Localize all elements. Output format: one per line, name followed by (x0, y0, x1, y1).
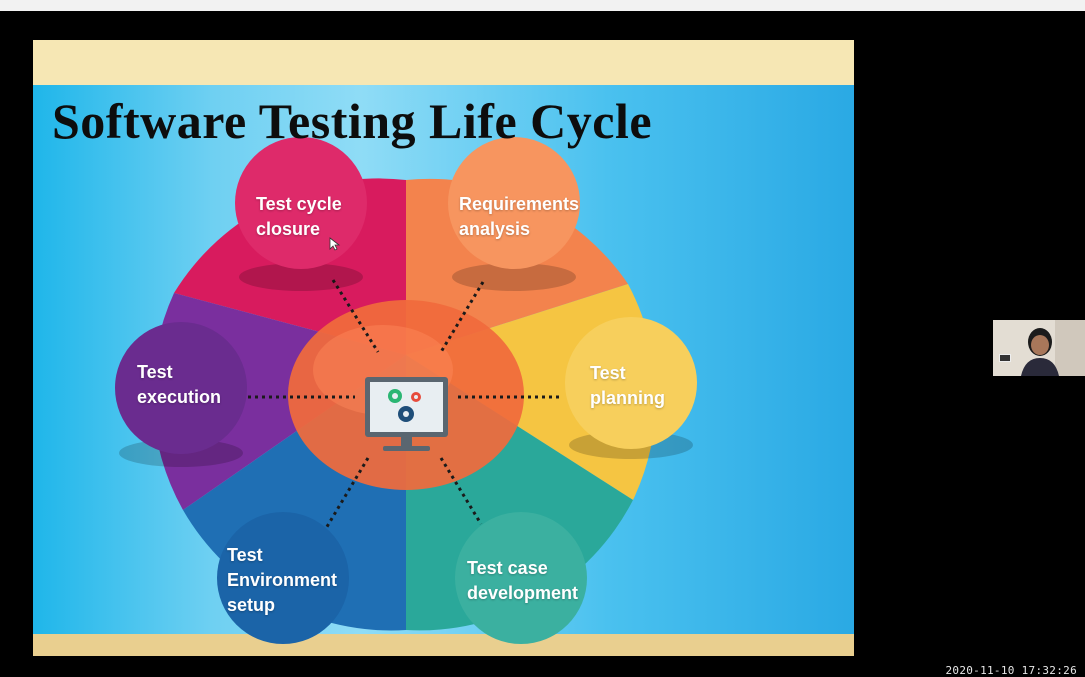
presentation-slide: Software Testing Life Cycle Test cycle c… (33, 40, 854, 656)
mouse-cursor-icon (329, 237, 341, 251)
phase-test-environment-setup: Test Environment setup (227, 545, 338, 615)
slide-title: Software Testing Life Cycle (52, 93, 653, 149)
camera-badge-icon (999, 354, 1011, 362)
phase-test-execution: Test execution (137, 362, 222, 407)
bubble-requirements-analysis (448, 137, 580, 269)
phase-test-cycle-closure: Test cycle closure (256, 194, 342, 239)
bubble-test-execution (115, 322, 247, 454)
person-avatar-icon (993, 320, 1085, 376)
bubble-test-planning (565, 317, 697, 449)
participant-video-thumbnail[interactable] (993, 320, 1085, 376)
phase-requirements-analysis: Requirements analysis (459, 194, 580, 239)
phase-test-case-development: Test case development (467, 558, 579, 603)
monitor-gears-icon (365, 377, 448, 451)
lifecycle-diagram (115, 137, 697, 644)
recording-timestamp: 2020-11-10 17:32:26 (945, 664, 1077, 677)
bubble-test-environment-setup (217, 512, 349, 644)
bubble-test-cycle-closure (235, 137, 367, 269)
slide-header-band (33, 40, 854, 85)
connector-lines (248, 279, 561, 531)
top-bar (0, 0, 1085, 11)
phase-test-planning: Test planning (590, 363, 665, 408)
bubble-test-case-development (455, 512, 587, 644)
slide-footer-band (33, 634, 854, 656)
